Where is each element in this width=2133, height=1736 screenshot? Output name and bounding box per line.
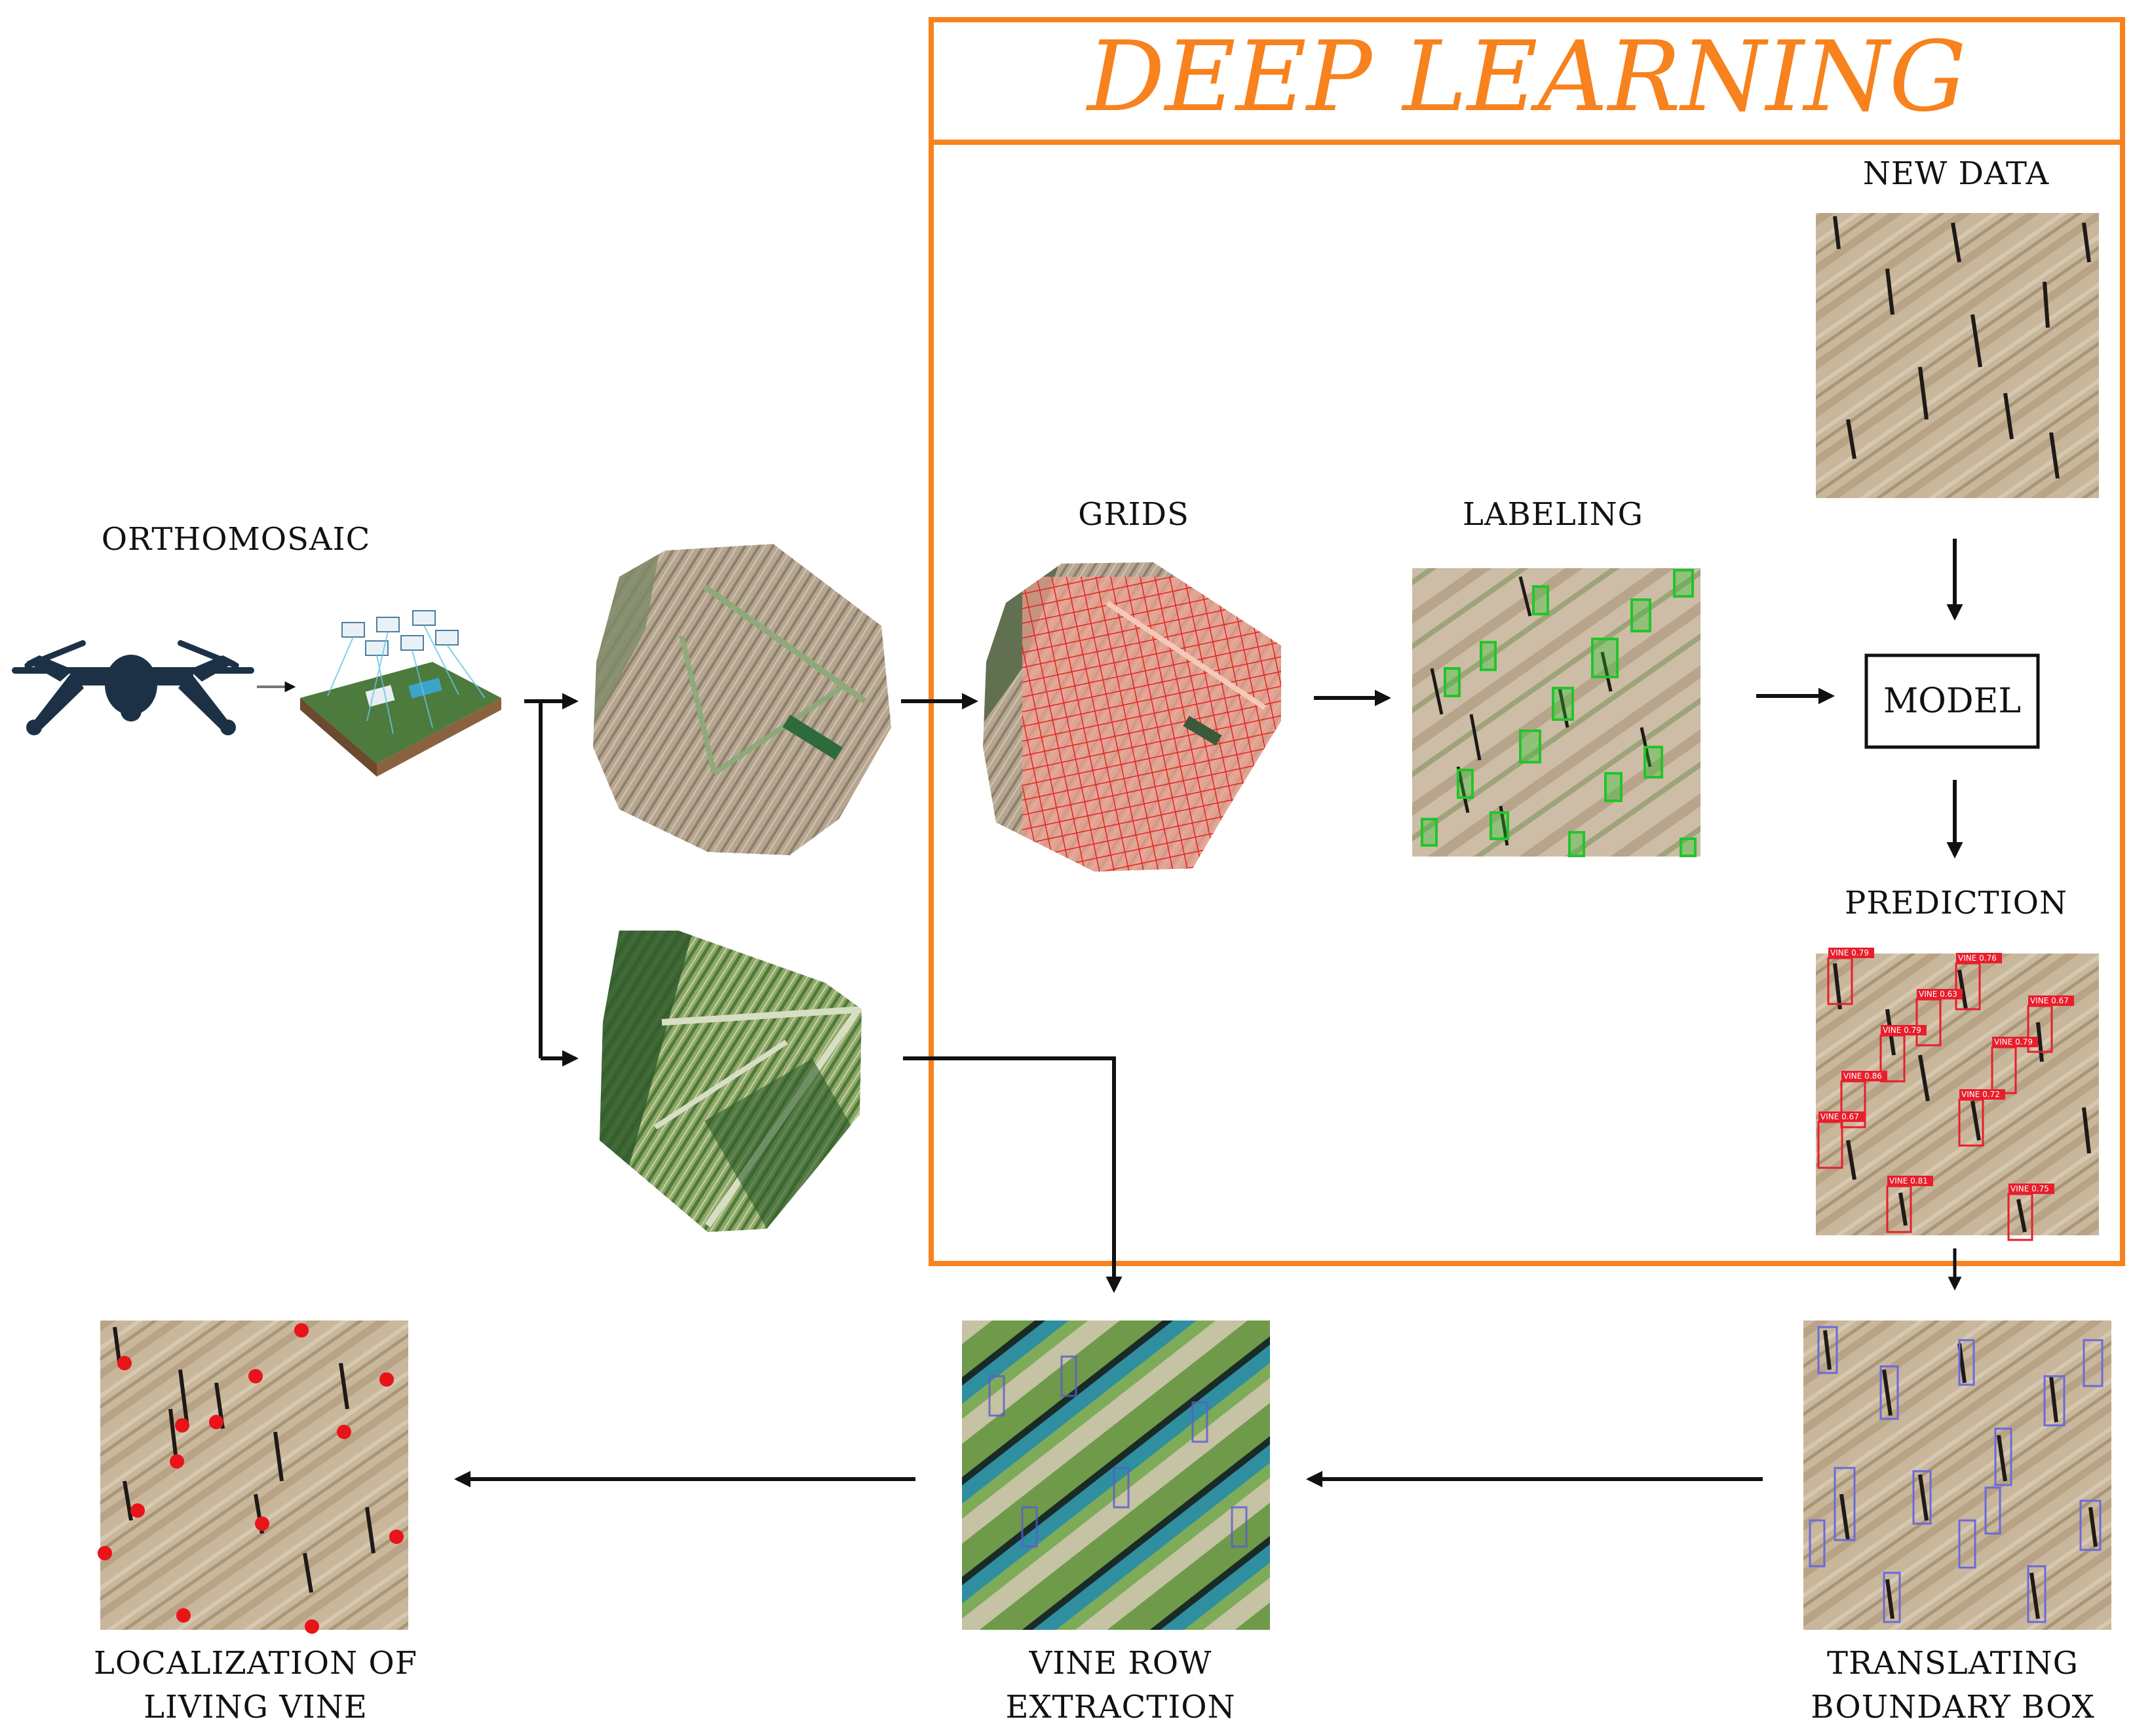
prediction-tag: VINE 0.67 [1820, 1112, 1859, 1121]
prediction-tag: VINE 0.76 [1958, 954, 1997, 963]
labeling-label: LABELING [1462, 496, 1644, 533]
translating-label-line1: TRANSLATING [1827, 1645, 2079, 1682]
new-data-label: NEW DATA [1862, 155, 2050, 192]
labeling-image [1412, 568, 1701, 857]
new-data-image [1816, 213, 2099, 498]
orthomosaic-green-image [600, 931, 862, 1232]
prediction-tag-bg [1917, 989, 1963, 999]
prediction-tag-bg [2008, 1184, 2054, 1194]
model-box [1864, 653, 2040, 749]
translating-label-line2: BOUNDARY BOX [1811, 1689, 2095, 1726]
model-label: MODEL [1883, 682, 2022, 721]
prediction-tag-bg [1887, 1176, 1933, 1186]
prediction-tag-bg [1828, 948, 1874, 958]
grids-label: GRIDS [1078, 496, 1189, 533]
vine-row-label-line2: EXTRACTION [1005, 1689, 1236, 1726]
prediction-tag-bg [1956, 953, 2002, 963]
localization-label-line2: LIVING VINE [144, 1689, 368, 1726]
prediction-tag: VINE 0.75 [2010, 1184, 2049, 1193]
prediction-tag-bg [1992, 1037, 2038, 1047]
drone-icon [12, 640, 254, 735]
prediction-tag: VINE 0.81 [1889, 1176, 1928, 1186]
localization-image [98, 1321, 408, 1634]
prediction-tag-bg [1959, 1089, 2005, 1100]
living-vine-dots [98, 1323, 404, 1634]
prediction-tag: VINE 0.72 [1961, 1090, 2000, 1099]
arrow-to-vine-row [903, 1056, 1123, 1294]
grids-image [983, 562, 1281, 872]
vine-row-extraction-image [962, 1321, 1270, 1630]
vine-row-label-line1: VINE ROW [1029, 1645, 1212, 1682]
prediction-label: PREDICTION [1845, 885, 2067, 921]
localization-label-line1: LOCALIZATION OF [93, 1645, 418, 1682]
prediction-tag-bg [1841, 1071, 1887, 1081]
orthomosaic-rgb-image [593, 544, 891, 855]
deep-learning-frame [929, 17, 2125, 1266]
photogrammetry-icon [300, 610, 501, 777]
translating-boundary-box-image [1803, 1321, 2111, 1630]
prediction-tag-bg [1818, 1111, 1864, 1122]
prediction-tag: VINE 0.63 [1919, 990, 1957, 999]
prediction-tag: VINE 0.86 [1843, 1071, 1882, 1081]
prediction-tag: VINE 0.67 [2030, 996, 2069, 1005]
orthomosaic-label: ORTHOMOSAIC [101, 521, 371, 558]
prediction-tag: VINE 0.79 [1883, 1026, 1921, 1035]
orthomosaic-branch-connector [524, 693, 579, 1067]
prediction-tag: VINE 0.79 [1994, 1037, 2033, 1047]
prediction-tag: VINE 0.79 [1830, 948, 1869, 957]
deep-learning-title: DEEP LEARNING [1087, 20, 1967, 133]
label-boxes [1421, 569, 1697, 857]
prediction-tag-bg [1881, 1025, 1927, 1035]
prediction-tag-bg [2028, 995, 2074, 1006]
